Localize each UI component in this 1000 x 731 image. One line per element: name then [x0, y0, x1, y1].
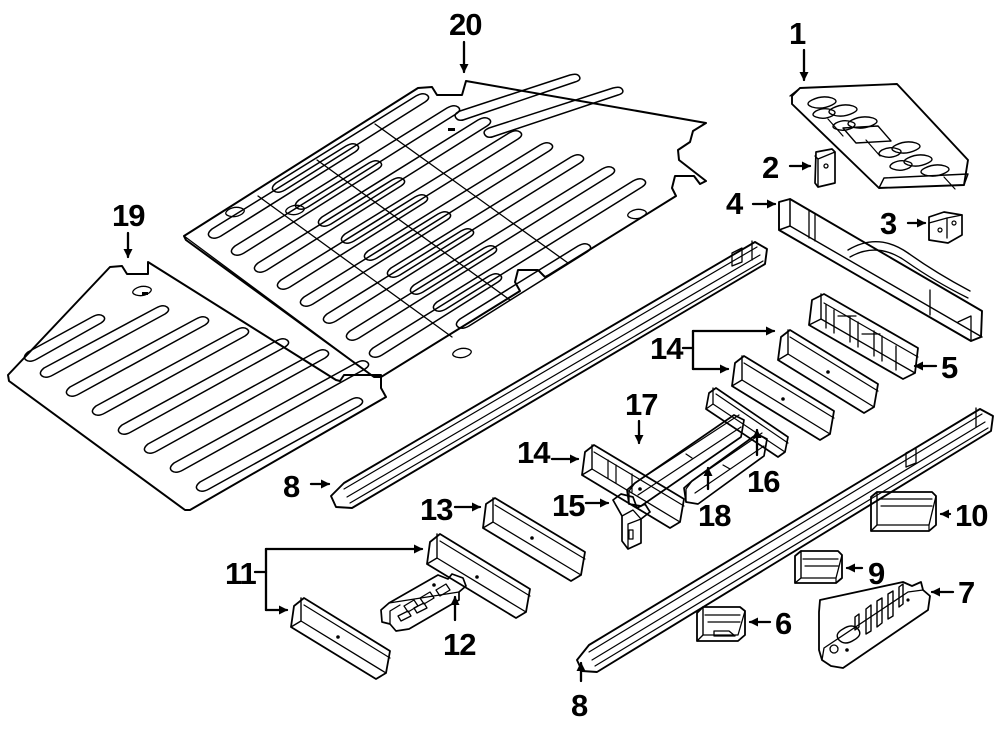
part-14-crossmember-upper-a	[777, 329, 879, 414]
part-11-crossmember-a	[426, 533, 531, 619]
part-18-rail-channel-short-2	[683, 432, 768, 505]
part-13-crossmember-front	[482, 497, 586, 582]
callout-11[interactable]: 11	[225, 556, 257, 591]
callout-20[interactable]: 20	[449, 7, 482, 42]
callout-14-center[interactable]: 14	[517, 435, 550, 470]
part-1-rear-crossmember	[789, 83, 969, 190]
callout-14-upper[interactable]: 14	[650, 331, 683, 366]
callout-3[interactable]: 3	[880, 206, 897, 241]
callout-19[interactable]: 19	[112, 198, 145, 233]
part-8-side-rail-right	[576, 407, 994, 673]
callout-6[interactable]: 6	[775, 606, 792, 641]
callout-13[interactable]: 13	[420, 492, 453, 527]
part-14-crossmember-center	[581, 444, 685, 529]
part-6-bracket-channel-small	[696, 606, 746, 642]
callout-8-left[interactable]: 8	[283, 469, 300, 504]
part-20-main-floor-pan	[183, 73, 707, 378]
callout-1[interactable]: 1	[789, 16, 806, 51]
callout-10[interactable]: 10	[955, 498, 988, 533]
part-3-bracket-small-right	[928, 211, 963, 244]
part-9-bracket-flat-small	[794, 550, 843, 584]
callout-5[interactable]: 5	[941, 350, 958, 385]
part-2-bracket-small-left	[814, 148, 836, 188]
part-12-stamped-reinforcement	[380, 573, 467, 632]
part-16-rail-thin-long	[705, 387, 789, 458]
callout-15[interactable]: 15	[552, 488, 585, 523]
callout-18[interactable]: 18	[698, 498, 731, 533]
part-11-crossmember-b	[290, 597, 391, 680]
part-5-crossmember-reinforcement	[808, 293, 919, 380]
part-4-rear-body-panel	[778, 198, 983, 342]
callout-2[interactable]: 2	[762, 150, 779, 185]
part-7-perforated-plate	[818, 581, 931, 669]
part-10-bracket-channel-medium	[870, 491, 937, 532]
part-15-gusset-bracket	[612, 493, 651, 550]
callout-12[interactable]: 12	[443, 627, 476, 662]
callout-8-bottom[interactable]: 8	[571, 688, 588, 723]
leader-lines	[123, 40, 955, 683]
part-8-side-rail-left	[330, 240, 768, 509]
callout-9[interactable]: 9	[868, 556, 885, 591]
callout-16[interactable]: 16	[747, 464, 780, 499]
part-19-rear-floor-pan	[7, 261, 387, 511]
callout-17[interactable]: 17	[625, 387, 658, 422]
callout-7[interactable]: 7	[958, 575, 975, 610]
callout-4[interactable]: 4	[726, 186, 743, 221]
part-14-crossmember-upper-b	[731, 355, 835, 441]
